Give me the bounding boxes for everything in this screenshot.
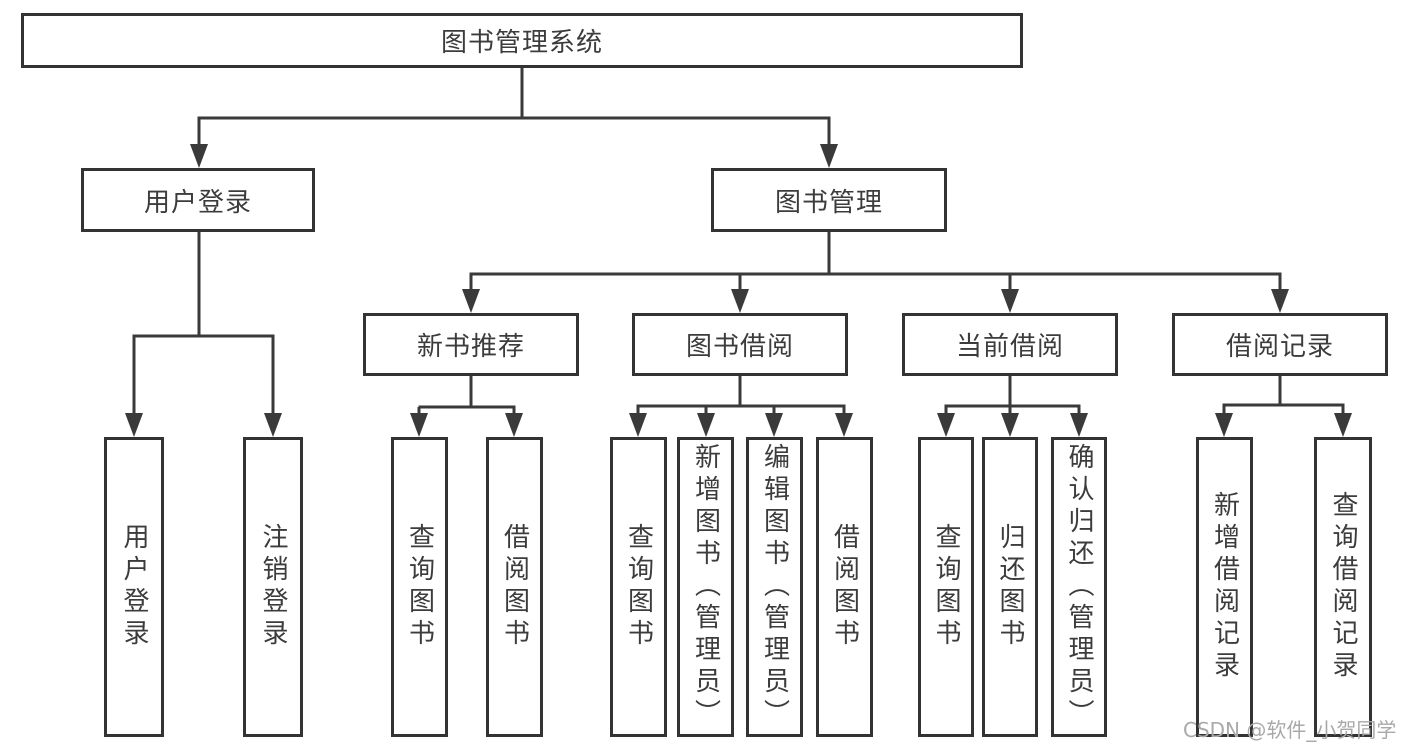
leaf-borrow-books-recommend: 借阅图书 xyxy=(486,437,543,737)
leaf-borrow-books-borrowing: 借阅图书 xyxy=(816,437,873,737)
node-user-login: 用户登录 xyxy=(81,168,315,232)
node-book-borrowing: 图书借阅 xyxy=(632,313,848,376)
node-book-management: 图书管理 xyxy=(711,168,947,232)
leaf-add-books-admin: 新增图书（管理员） xyxy=(677,437,734,737)
leaf-confirm-return-admin: 确认归还（管理员） xyxy=(1051,437,1107,737)
node-library-management-system: 图书管理系统 xyxy=(21,13,1023,68)
leaf-query-books-current: 查询图书 xyxy=(918,437,974,737)
leaf-logout: 注销登录 xyxy=(243,437,303,737)
leaf-return-books: 归还图书 xyxy=(982,437,1038,737)
leaf-user-login: 用户登录 xyxy=(104,437,164,737)
leaf-add-borrow-record: 新增借阅记录 xyxy=(1196,437,1253,737)
arrowheads xyxy=(125,144,1352,437)
csdn-watermark: CSDN @软件_小贺同学 xyxy=(1183,718,1397,742)
node-borrowing-records: 借阅记录 xyxy=(1172,313,1388,376)
node-new-book-recommendation: 新书推荐 xyxy=(363,313,579,376)
node-current-borrowing: 当前借阅 xyxy=(902,313,1118,376)
leaf-query-books-borrowing: 查询图书 xyxy=(610,437,667,737)
leaf-edit-books-admin: 编辑图书（管理员） xyxy=(746,437,803,737)
leaf-query-books-recommend: 查询图书 xyxy=(391,437,448,737)
leaf-query-borrow-record: 查询借阅记录 xyxy=(1314,437,1372,737)
